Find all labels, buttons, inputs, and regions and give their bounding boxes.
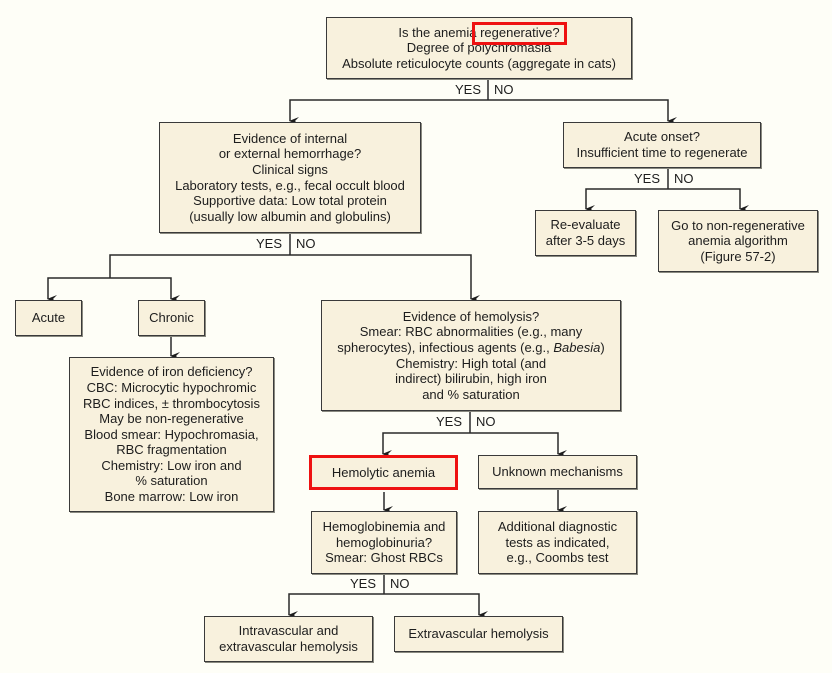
node-line: Insufficient time to regenerate: [576, 145, 748, 160]
node-line: or external hemorrhage?: [218, 146, 362, 162]
node-line: Smear: Ghost RBCs: [325, 550, 443, 566]
node-chronic: Chronic: [138, 300, 205, 336]
node-unknown-mechanisms: Unknown mechanisms: [478, 455, 637, 489]
node-line: Evidence of iron deficiency?: [90, 364, 253, 380]
node-line: Re-evaluate: [550, 217, 621, 233]
connector-regenerative-yes: [289, 99, 488, 125]
yes-label: YES: [455, 82, 482, 97]
connector-hemoglobinemia-no: [384, 593, 488, 619]
node-line: Intravascular and: [238, 623, 339, 639]
node-line: e.g., Coombs test: [506, 550, 609, 566]
no-label: NO: [674, 171, 694, 186]
node-line: % saturation: [135, 473, 208, 489]
node-line: indirect) bilirubin, high iron: [395, 371, 547, 387]
node-hemolysis: Evidence of hemolysis? Smear: RBC abnorm…: [321, 300, 621, 411]
node-line: spherocytes), infectious agents (e.g., B…: [337, 340, 604, 356]
connector-hemolysis-no: [470, 432, 567, 458]
node-line: (usually low albumin and globulins): [189, 208, 391, 224]
node-line: after 3-5 days: [545, 233, 626, 248]
node-line: Smear: RBC abnormalities (e.g., many: [359, 324, 583, 340]
node-line: Blood smear: Hypochromasia,: [84, 426, 259, 442]
node-hemorrhage: Evidence of internal or external hemorrh…: [159, 122, 421, 233]
connector-hemolysis-yes: [382, 432, 470, 458]
node-line: Chemistry: Low iron and: [101, 457, 242, 473]
node-line: extravascular hemolysis: [219, 639, 358, 654]
connector-hemorrhage-acute: [47, 277, 110, 303]
node-line: Evidence of hemolysis?: [402, 308, 540, 324]
node-iron-deficiency: Evidence of iron deficiency? CBC: Microc…: [69, 357, 274, 512]
node-line: tests as indicated,: [505, 534, 610, 550]
node-extravascular: Extravascular hemolysis: [394, 616, 563, 652]
node-line: CBC: Microcytic hypochromic: [86, 379, 257, 395]
yes-label: YES: [634, 171, 661, 186]
node-regenerative: Is the anemia regenerative? Degree of po…: [326, 17, 632, 79]
connector-hemorrhage-no: [290, 254, 480, 303]
connector-hemoglobinemia-yes: [288, 593, 384, 619]
node-line: hemoglobinuria?: [335, 534, 433, 550]
node-hemoglobinemia: Hemoglobinemia and hemoglobinuria? Smear…: [311, 511, 457, 574]
node-line: Is the anemia regenerative?: [398, 24, 560, 40]
italic-term: Babesia: [553, 339, 601, 355]
node-line: May be non-regenerative: [99, 411, 244, 427]
node-line-suffix: ): [600, 339, 605, 355]
node-additional-tests: Additional diagnostic tests as indicated…: [478, 511, 637, 574]
node-line: Unknown mechanisms: [492, 464, 623, 480]
no-label: NO: [296, 236, 316, 251]
yes-label: YES: [256, 236, 283, 251]
no-label: NO: [494, 82, 514, 97]
connector-acute-onset-yes: [585, 188, 668, 213]
node-line: Hemoglobinemia and: [322, 519, 446, 535]
node-line: (Figure 57-2): [700, 248, 776, 264]
node-line: Chemistry: High total (and: [395, 355, 547, 371]
connector-regenerative-no: [488, 99, 677, 125]
connector-acute-onset-no: [668, 188, 749, 213]
node-line: Hemolytic anemia: [331, 464, 436, 480]
node-reevaluate: Re-evaluate after 3-5 days: [535, 210, 636, 256]
node-non-regenerative: Go to non-regenerative anemia algorithm …: [658, 210, 818, 272]
node-line: Extravascular hemolysis: [408, 626, 549, 642]
node-line: RBC indices, ± thrombocytosis: [83, 395, 260, 411]
yes-label: YES: [436, 414, 463, 429]
no-label: NO: [476, 414, 496, 429]
node-acute: Acute: [15, 300, 82, 336]
node-line: anemia algorithm: [688, 233, 788, 249]
node-line: Supportive data: Low total protein: [193, 193, 387, 209]
node-hemolytic-anemia: Hemolytic anemia: [309, 455, 458, 490]
node-line: and % saturation: [422, 386, 520, 402]
node-line: Clinical signs: [252, 161, 328, 177]
no-label: NO: [390, 576, 410, 591]
highlight-regenerative: [472, 22, 567, 45]
node-line: RBC fragmentation: [116, 442, 227, 458]
yes-label: YES: [350, 576, 377, 591]
node-line: Absolute reticulocyte counts (aggregate …: [342, 55, 616, 71]
node-line-text: spherocytes), infectious agents (e.g.,: [337, 339, 554, 355]
node-line: Acute: [31, 310, 66, 326]
node-line: Go to non-regenerative: [671, 217, 805, 233]
node-line: Laboratory tests, e.g., fecal occult blo…: [175, 177, 405, 193]
node-intravascular: Intravascular and extravascular hemolysi…: [204, 616, 373, 662]
node-acute-onset: Acute onset? Insufficient time to regene…: [563, 122, 761, 168]
node-line: Evidence of internal: [232, 130, 348, 146]
connector-hemorrhage-yes: [109, 254, 290, 278]
node-line: Additional diagnostic: [497, 519, 618, 535]
node-line: Chronic: [149, 310, 194, 326]
connector-hemorrhage-chronic: [110, 277, 180, 303]
node-line: Acute onset?: [624, 129, 700, 145]
node-line: Bone marrow: Low iron: [104, 489, 239, 505]
